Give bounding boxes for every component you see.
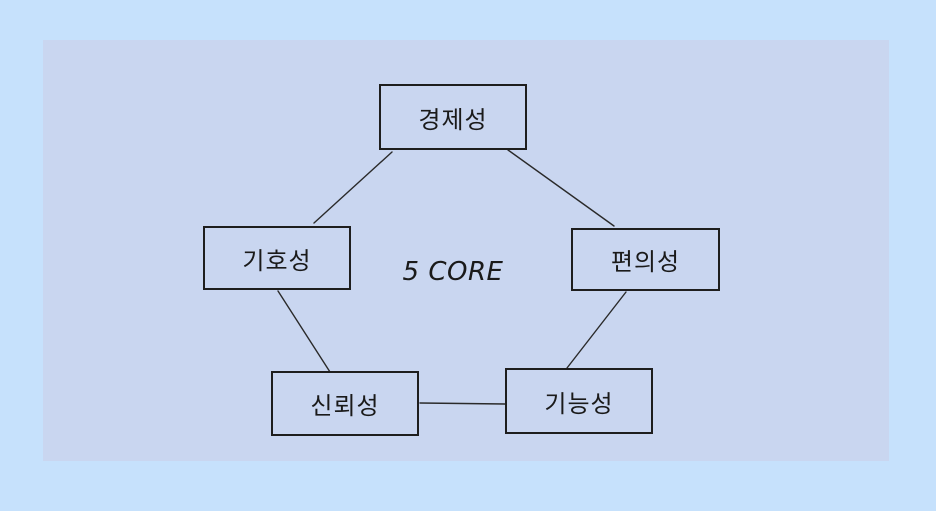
node-preference-label: 기호성 bbox=[242, 246, 312, 275]
edge-top-right bbox=[507, 149, 615, 227]
node-preference: 기호성 bbox=[203, 226, 351, 290]
node-convenience-label: 편의성 bbox=[610, 248, 681, 276]
node-economy: 경제성 bbox=[379, 84, 527, 150]
node-reliability: 신뢰성 bbox=[271, 371, 419, 436]
diagram-panel bbox=[43, 40, 889, 461]
center-label: 5 CORE bbox=[402, 257, 504, 287]
node-reliability-label: 신뢰성 bbox=[310, 392, 380, 420]
edge-top-left bbox=[313, 151, 393, 224]
node-functionality-label: 기능성 bbox=[544, 389, 614, 418]
node-functionality: 기능성 bbox=[505, 368, 653, 434]
edge-bottomleft-bottomright bbox=[419, 402, 506, 405]
node-convenience: 편의성 bbox=[571, 228, 720, 291]
edge-left-bottomleft bbox=[277, 290, 331, 373]
node-economy-label: 경제성 bbox=[418, 105, 488, 134]
edge-right-bottomright bbox=[566, 291, 627, 369]
